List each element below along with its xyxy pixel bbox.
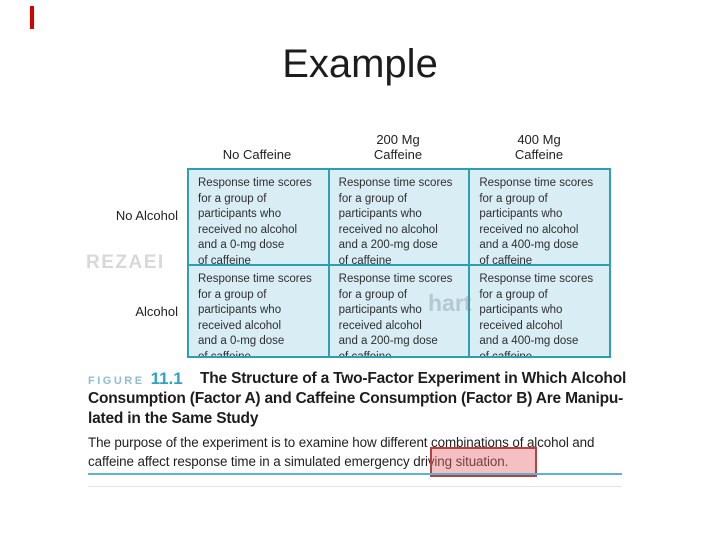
- row-label-no-alcohol: No Alcohol: [115, 208, 178, 223]
- highlight-box-driving-situation: [430, 447, 537, 477]
- table-cell-noalcohol-nocaffeine: Response time scores for a group of part…: [189, 170, 328, 264]
- column-header-no-caffeine: No Caffeine: [222, 147, 292, 162]
- table-cell-alcohol-nocaffeine: Response time scores for a group of part…: [189, 266, 328, 356]
- figure-number: 11.1: [150, 369, 183, 388]
- column-header-400mg-caffeine: 400 Mg Caffeine: [514, 132, 564, 162]
- text-cursor-caret-icon: [30, 6, 34, 29]
- row-label-alcohol: Alcohol: [135, 304, 178, 319]
- table-cell-noalcohol-400mg: Response time scores for a group of part…: [470, 170, 609, 264]
- figure-label: FIGURE: [88, 375, 145, 387]
- figure-caption-label-group: FIGURE 11.1: [88, 369, 200, 388]
- table-cell-alcohol-400mg: Response time scores for a group of part…: [470, 266, 609, 356]
- teal-horizontal-rule: [88, 473, 622, 475]
- figure-body-text: The purpose of the experiment is to exam…: [88, 435, 595, 469]
- gray-horizontal-rule: [88, 486, 622, 487]
- table-cell-noalcohol-200mg: Response time scores for a group of part…: [329, 170, 469, 264]
- column-header-200mg-caffeine: 200 Mg Caffeine: [373, 132, 423, 162]
- figure-caption-text: The Structure of a Two-Factor Experiment…: [88, 370, 627, 427]
- watermark-ghost-fragment: hart: [428, 290, 472, 316]
- slide-title: Example: [282, 42, 438, 86]
- watermark-rezaei: REZAEI: [86, 252, 165, 273]
- table-cell-alcohol-200mg: Response time scores for a group of part…: [329, 266, 469, 356]
- factorial-design-table: Response time scores for a group of part…: [187, 168, 611, 358]
